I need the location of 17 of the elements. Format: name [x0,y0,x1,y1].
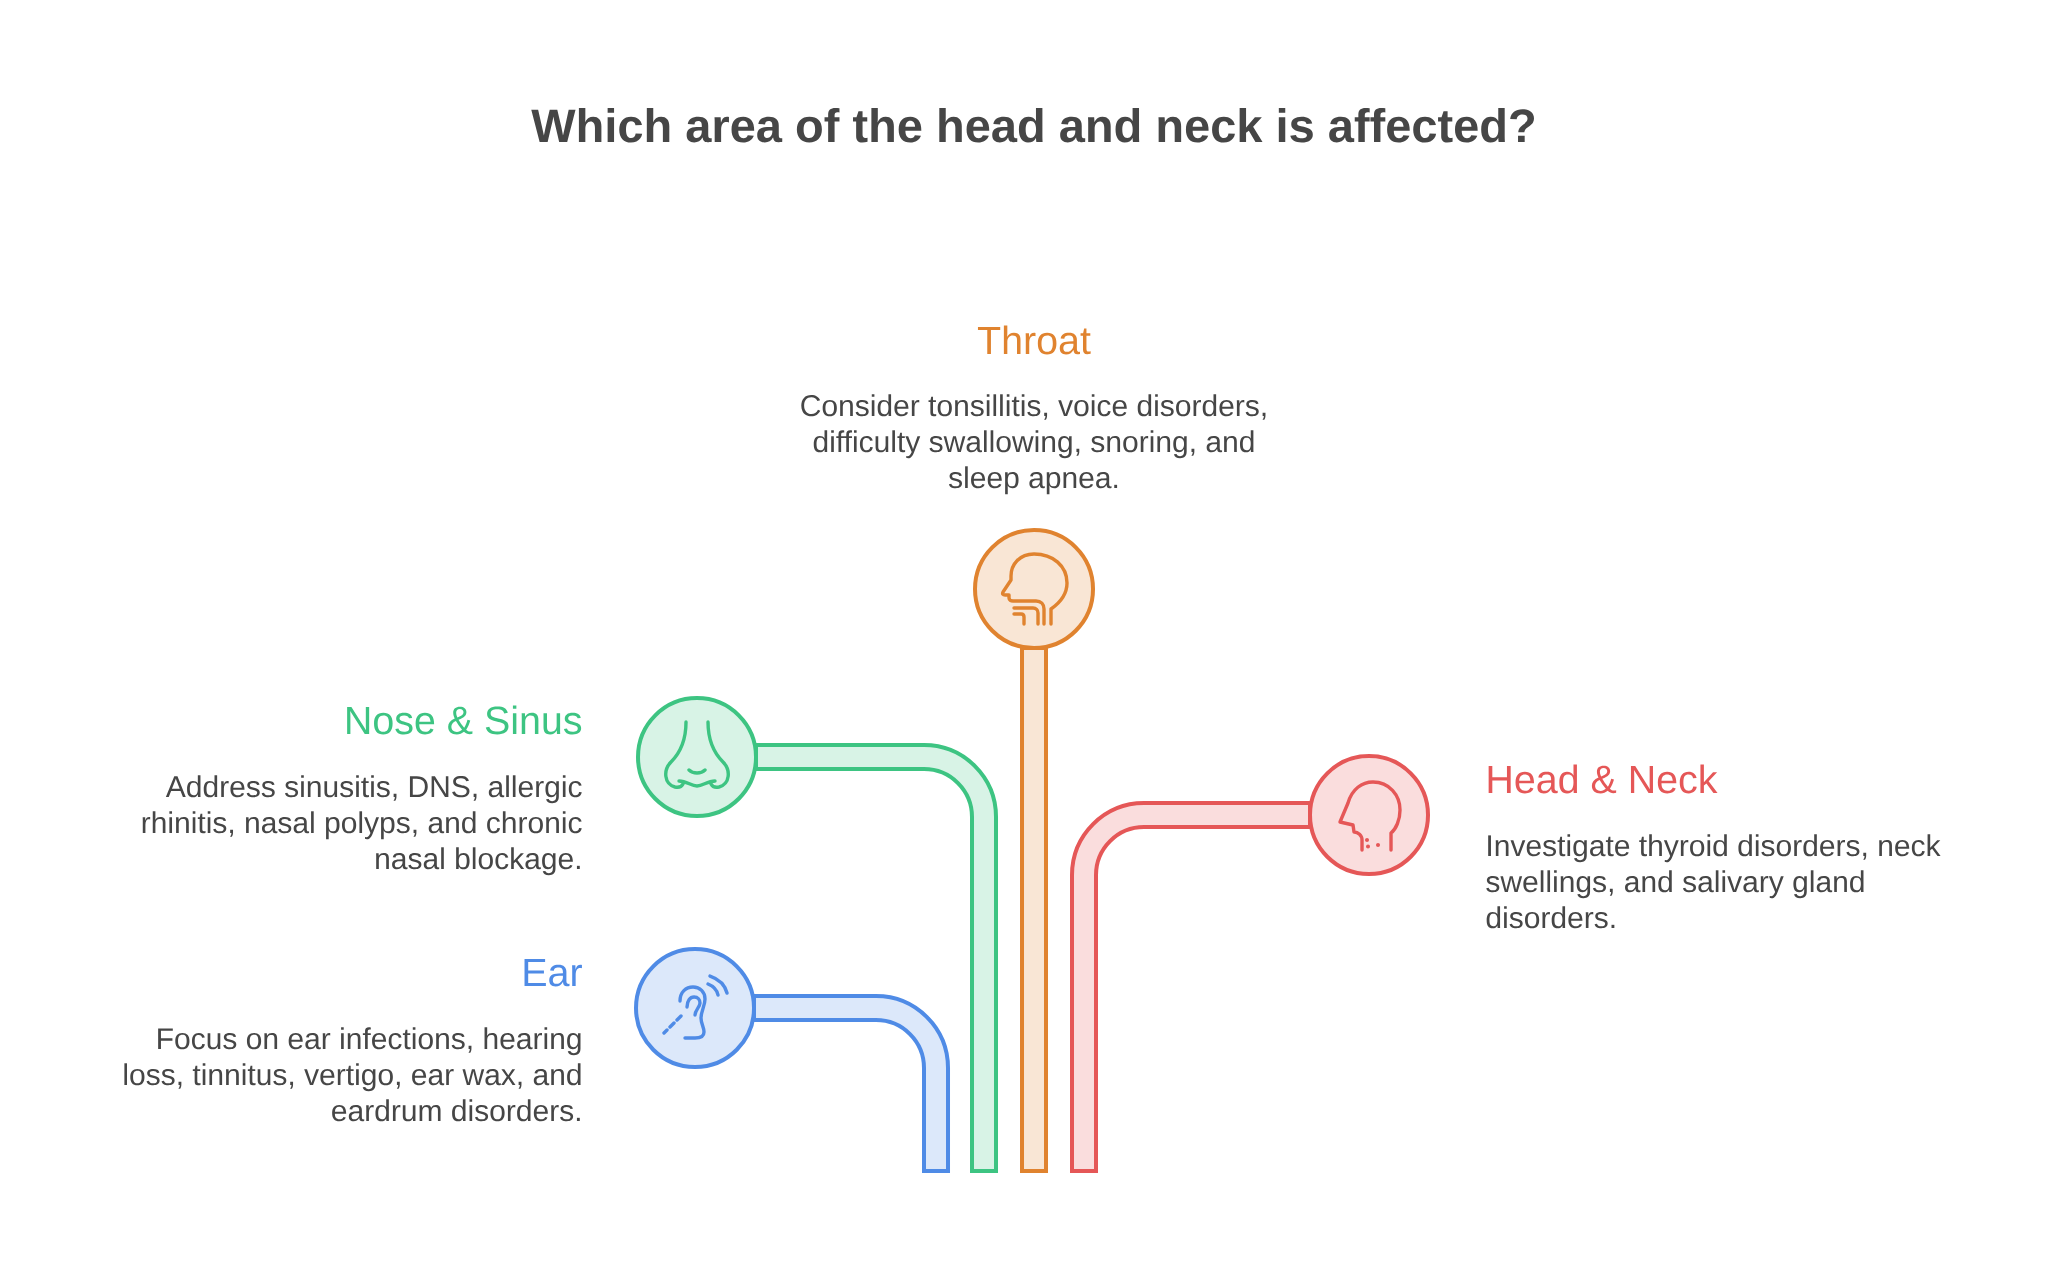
description: Focus on ear infections, hearing loss, tinnitus, vertigo, ear wax, and eardrum disorders. [124,1027,581,1122]
heading: Nose & Sinus [347,705,582,735]
heading: Throat [977,325,1091,355]
pipe-connector [752,994,950,1173]
icon-circle [1308,754,1430,876]
title: Which area of the head and neck is affected? [531,108,1534,143]
description: Address sinusitis, DNS, allergic rhinitis, nasal polyps, and chronic nasal blockage. [142,775,582,876]
icon-circle [973,528,1095,650]
heading: Ear [524,958,582,987]
icon-circle [636,696,758,818]
description: Investigate thyroid disorders, neck swellings, and salivary gland disorders. [1486,834,1941,929]
heading: Head & Neck [1488,764,1718,794]
pipe-connector [754,743,998,1173]
pipe-connector [1070,801,1312,1173]
pipe-connector [1020,646,1048,1173]
icon-circle [634,947,756,1069]
description: Consider tonsillitis, voice disorders, difficulty swallowing, snoring, and sleep apnea. [801,394,1266,495]
